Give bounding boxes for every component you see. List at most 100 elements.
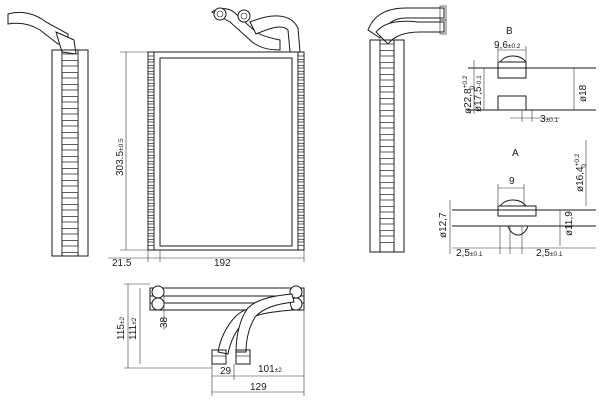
- fin-tick: [61, 53, 79, 61]
- detail-a-left-step: 2,5±0.1: [456, 248, 483, 259]
- detail-a-inner-dia: ø11,9: [564, 211, 575, 236]
- fin-tick: [297, 103, 305, 108]
- fin-tick: [297, 241, 305, 246]
- fin-tick: [379, 139, 395, 147]
- detail-a-outer-dia: ø16,4+0.20: [574, 153, 588, 192]
- fin-tick: [147, 133, 155, 138]
- fin-tick: [147, 169, 155, 174]
- fin-tick: [147, 181, 155, 186]
- fin-tick: [147, 85, 155, 90]
- fin-tick: [297, 217, 305, 222]
- detail-b-inner-dia: ø17,5-0.1: [473, 75, 484, 112]
- fin-tick: [297, 127, 305, 132]
- fin-tick: [379, 79, 395, 87]
- dim-width-label: 192: [214, 258, 231, 269]
- detail-a-pipe-dia: ø12,7: [438, 212, 449, 238]
- fin-tick: [147, 211, 155, 216]
- fin-tick: [147, 55, 155, 60]
- front-view: [108, 7, 305, 262]
- bottom-view: [124, 283, 305, 396]
- fin-tick: [297, 121, 305, 126]
- fin-tick: [147, 73, 155, 78]
- fin-tick: [147, 79, 155, 84]
- fin-tick: [297, 91, 305, 96]
- fin-tick: [379, 163, 395, 171]
- fin-tick: [61, 113, 79, 121]
- fin-tick: [147, 115, 155, 120]
- fin-tick: [379, 211, 395, 219]
- fin-tick: [379, 235, 395, 243]
- fin-tick: [297, 79, 305, 84]
- fin-tick: [379, 151, 395, 159]
- dim-sub-height-label: 111±2: [128, 317, 139, 340]
- fin-tick: [297, 67, 305, 72]
- detail-b-pipe-dia: ø18: [578, 84, 589, 102]
- fin-tick: [297, 139, 305, 144]
- detail-b: [468, 46, 596, 122]
- fin-tick: [297, 133, 305, 138]
- fin-tick: [297, 235, 305, 240]
- fin-tick: [147, 109, 155, 114]
- fin-tick: [147, 187, 155, 192]
- fin-tick: [61, 173, 79, 181]
- fin-tick: [61, 77, 79, 85]
- fin-tick: [379, 103, 395, 111]
- fin-tick: [147, 121, 155, 126]
- fin-tick: [297, 229, 305, 234]
- detail-a-collar: 9: [509, 176, 515, 187]
- right-side-view: [367, 5, 447, 253]
- dim-pipe-offset-label: 38: [159, 316, 170, 328]
- dim-total-height-label: 115±2: [116, 316, 127, 340]
- fin-tick: [297, 175, 305, 180]
- fin-tick: [379, 223, 395, 231]
- fin-tick: [297, 109, 305, 114]
- left-side-view: [7, 11, 89, 257]
- detail-b-outer-dia: ø22,8+0.20: [462, 75, 476, 114]
- fin-tick: [297, 151, 305, 156]
- fin-tick: [297, 211, 305, 216]
- fin-tick: [147, 175, 155, 180]
- fin-tick: [61, 197, 79, 205]
- fin-tick: [61, 185, 79, 193]
- fin-tick: [297, 163, 305, 168]
- fin-tick: [147, 67, 155, 72]
- dim-pipe-spacing-label: 29: [220, 366, 232, 377]
- fin-tick: [379, 91, 395, 99]
- fin-tick: [61, 137, 79, 145]
- fin-tick: [147, 145, 155, 150]
- fin-tick: [297, 157, 305, 162]
- fin-tick: [379, 67, 395, 75]
- fin-tick: [297, 55, 305, 60]
- fin-tick: [147, 193, 155, 198]
- fin-tick: [147, 97, 155, 102]
- fin-tick: [297, 97, 305, 102]
- fin-tick: [147, 151, 155, 156]
- fin-tick: [297, 181, 305, 186]
- fin-tick: [61, 125, 79, 133]
- fin-tick: [61, 233, 79, 241]
- fin-tick: [147, 61, 155, 66]
- detail-b-label: B: [506, 26, 513, 37]
- fin-tick: [61, 149, 79, 157]
- detail-a-label: A: [512, 148, 519, 159]
- fin-tick: [147, 163, 155, 168]
- fin-tick: [147, 235, 155, 240]
- fin-tick: [61, 65, 79, 73]
- dim-depth-label: 21.5: [112, 258, 132, 269]
- fin-tick: [379, 55, 395, 63]
- fin-tick: [379, 43, 395, 51]
- front-fin-ticks-right: [297, 55, 305, 246]
- fin-tick: [147, 217, 155, 222]
- fin-tick: [61, 245, 79, 253]
- fin-tick: [297, 145, 305, 150]
- fin-tick: [61, 209, 79, 217]
- fin-tick: [61, 101, 79, 109]
- fin-tick: [297, 205, 305, 210]
- fin-tick: [297, 169, 305, 174]
- fin-tick: [147, 241, 155, 246]
- fin-tick: [297, 199, 305, 204]
- fin-tick: [297, 73, 305, 78]
- fin-tick: [297, 115, 305, 120]
- fin-tick: [61, 221, 79, 229]
